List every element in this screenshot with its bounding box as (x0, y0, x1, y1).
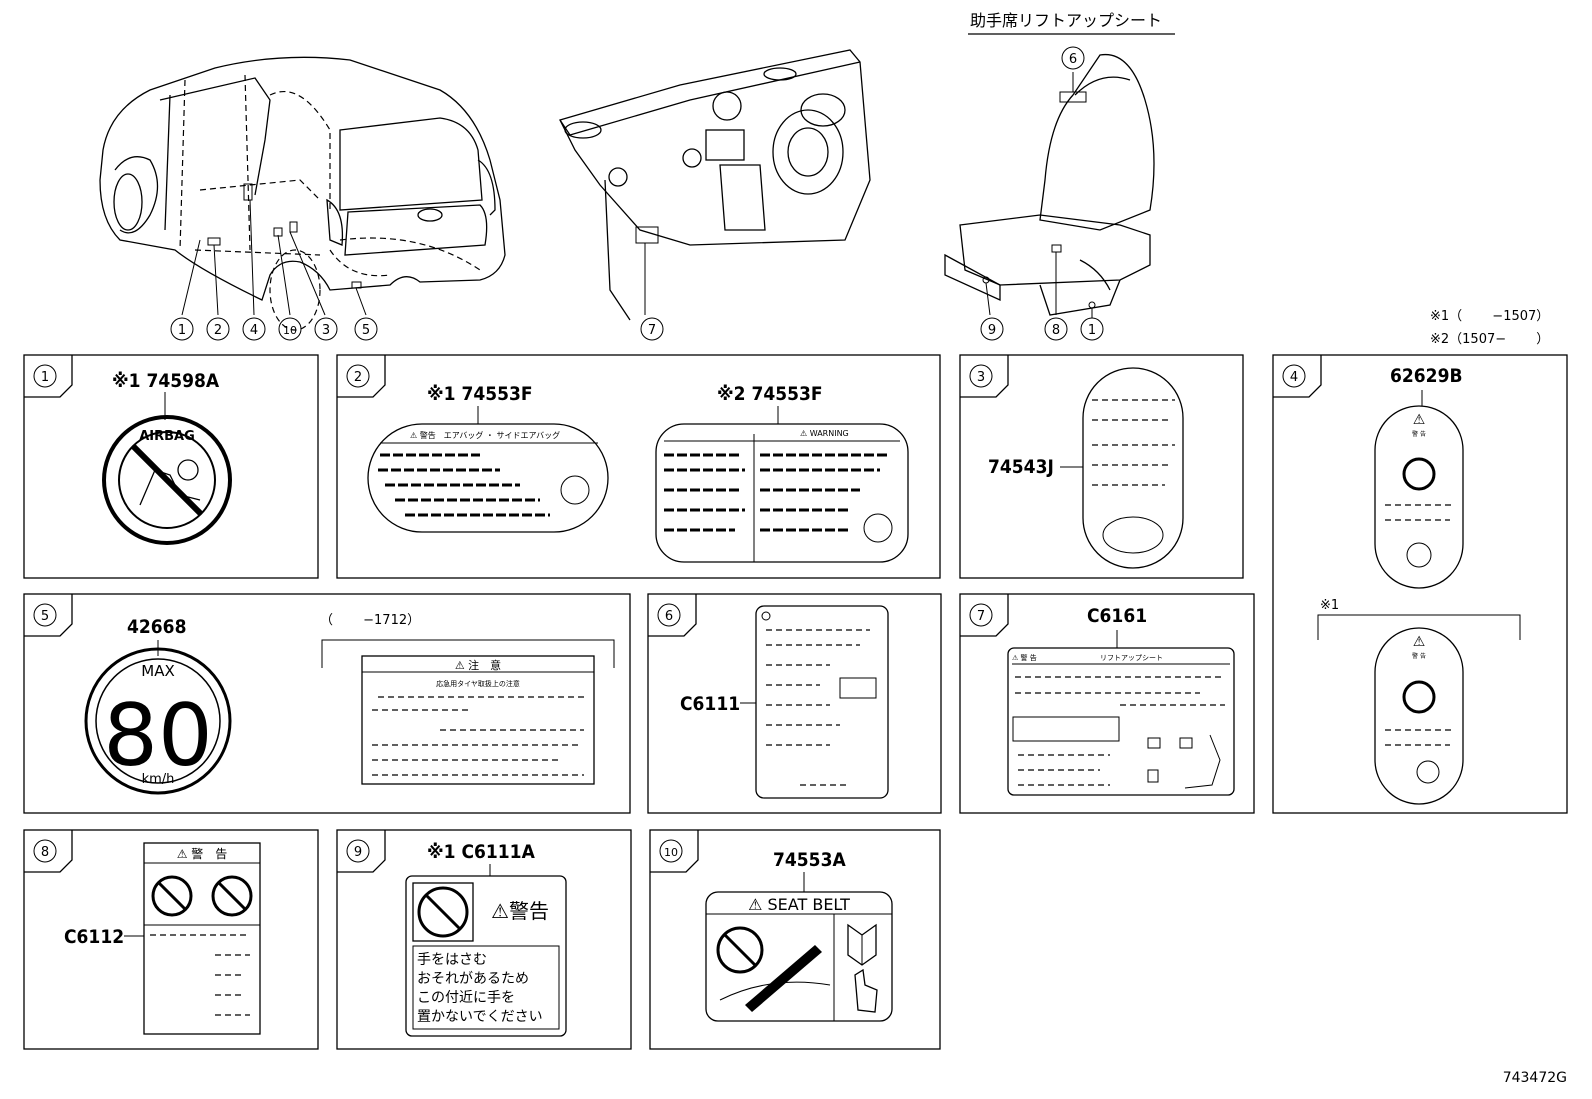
svg-text:4: 4 (250, 323, 258, 338)
svg-text:8: 8 (1052, 323, 1060, 338)
svg-text:⚠: ⚠ (1413, 412, 1426, 428)
panel-3: 3 74543J (959, 354, 1244, 579)
part-74598A-code: ※1 74598A (112, 370, 220, 392)
seat-belt-label: ⚠ SEAT BELT (748, 895, 850, 914)
panel-1: 1 ※1 74598A AIRBAG (23, 354, 319, 579)
svg-text:⚠: ⚠ (1413, 634, 1426, 650)
panel-8-num: 8 (41, 845, 49, 860)
panel-2-num: 2 (354, 370, 362, 385)
part-74553A-code: 74553A (773, 849, 846, 871)
callout-2: 2 (206, 317, 230, 341)
panel-6-num: 6 (665, 609, 673, 624)
speed-unit: km/h (142, 772, 175, 787)
airbag-sticker: AIRBAG (102, 415, 232, 545)
panel-9-num: 9 (354, 845, 362, 860)
callout-5: 5 (354, 317, 378, 341)
seat-illustration: 助手席リフトアップシート 6 9 8 1 (944, 11, 1175, 341)
part-42668-code: 42668 (127, 616, 186, 638)
svg-text:5: 5 (362, 323, 370, 338)
note-1: ※1（ −1507） (1430, 309, 1549, 324)
panel-4: 4 62629B ⚠ 警 告 ※1 ⚠ 警 告 (1272, 354, 1568, 814)
svg-text:⚠ 警告 エアバッグ ・ サイドエアバッグ: ⚠ 警告 エアバッグ ・ サイドエアバッグ (410, 430, 560, 440)
svg-text:手をはさむ: 手をはさむ (417, 952, 487, 968)
panel-10: 10 74553A ⚠ SEAT BELT (649, 829, 941, 1050)
svg-text:3: 3 (322, 323, 330, 338)
part-74543J-code: 74543J (988, 456, 1054, 478)
warning-label: ⚠警告 (491, 899, 549, 923)
panel-5: 5 42668 MAX 80 km/h （ −1712） ⚠ 注 意 応急用タイ… (23, 593, 631, 814)
svg-text:助手席リフトアップシート: 助手席リフトアップシート (970, 11, 1162, 30)
svg-text:⚠ WARNING: ⚠ WARNING (800, 429, 849, 438)
svg-text:リフトアップシート: リフトアップシート (1100, 654, 1163, 662)
svg-text:1: 1 (1088, 323, 1096, 338)
svg-text:1: 1 (178, 323, 186, 338)
callout-1-seat: 1 (1080, 317, 1104, 341)
svg-text:10: 10 (283, 324, 297, 337)
svg-text:置かないでください: 置かないでください (417, 1009, 543, 1025)
panel-8: 8 C6112 ⚠ 警 告 (23, 829, 319, 1050)
part-74553F-b-code: ※2 74553F (717, 383, 823, 405)
panel-4-num: 4 (1290, 370, 1298, 385)
svg-text:6: 6 (1069, 52, 1077, 67)
airbag-text: AIRBAG (139, 429, 195, 444)
callout-3: 3 (314, 317, 338, 341)
svg-text:おそれがあるため: おそれがあるため (417, 971, 529, 987)
variant-note: ※1 (1320, 598, 1339, 613)
date-range: （ −1712） (320, 613, 420, 628)
svg-text:この付近に手を: この付近に手を (417, 990, 515, 1006)
diagram-id: 743472G (1503, 1070, 1567, 1086)
max-text: MAX (141, 662, 174, 680)
panel-6: 6 C6111 (647, 593, 942, 814)
svg-text:警 告: 警 告 (1412, 430, 1426, 438)
panel-10-num: 10 (664, 846, 678, 859)
callout-9-top: 9 (980, 317, 1004, 341)
svg-text:応急用タイヤ取扱上の注意: 応急用タイヤ取扱上の注意 (436, 679, 520, 688)
callout-1: 1 (170, 317, 194, 341)
panel-5-num: 5 (41, 609, 49, 624)
note-2: ※2（1507− ） (1430, 332, 1549, 347)
svg-text:7: 7 (648, 323, 656, 338)
callout-4: 4 (242, 317, 266, 341)
vehicle-illustration: 1 2 4 10 3 5 (99, 56, 506, 341)
panel-2: 2 ※1 74553F ⚠ 警告 エアバッグ ・ サイドエアバッグ ※2 745… (336, 354, 941, 579)
svg-text:9: 9 (988, 323, 996, 338)
svg-text:⚠ 注 意: ⚠ 注 意 (455, 658, 501, 672)
callout-6-top: 6 (1061, 46, 1085, 70)
speed-value: 80 (103, 686, 212, 786)
dashboard-illustration: 7 (559, 49, 871, 341)
svg-text:⚠ 警 告: ⚠ 警 告 (177, 846, 228, 861)
callout-8-top: 8 (1044, 317, 1068, 341)
svg-text:2: 2 (214, 323, 222, 338)
panel-9: 9 ※1 C6111A ⚠警告 手をはさむ おそれがあるため この付近に手を 置… (336, 829, 632, 1050)
panel-7-num: 7 (977, 609, 985, 624)
part-C6161-code: C6161 (1087, 605, 1147, 627)
part-74553F-a-code: ※1 74553F (427, 383, 533, 405)
part-C6111A-code: ※1 C6111A (427, 841, 536, 863)
panel-3-num: 3 (977, 370, 985, 385)
panel-1-num: 1 (41, 370, 49, 385)
svg-text:警 告: 警 告 (1412, 652, 1426, 660)
part-62629B-code: 62629B (1390, 365, 1463, 387)
callout-10: 10 (278, 317, 302, 341)
part-C6111-code: C6111 (680, 693, 740, 715)
callout-7-top: 7 (640, 317, 664, 341)
part-C6112-code: C6112 (64, 926, 124, 948)
panel-7: 7 C6161 ⚠ 警 告 リフトアップシート (959, 593, 1255, 814)
svg-text:⚠ 警 告: ⚠ 警 告 (1012, 653, 1037, 662)
